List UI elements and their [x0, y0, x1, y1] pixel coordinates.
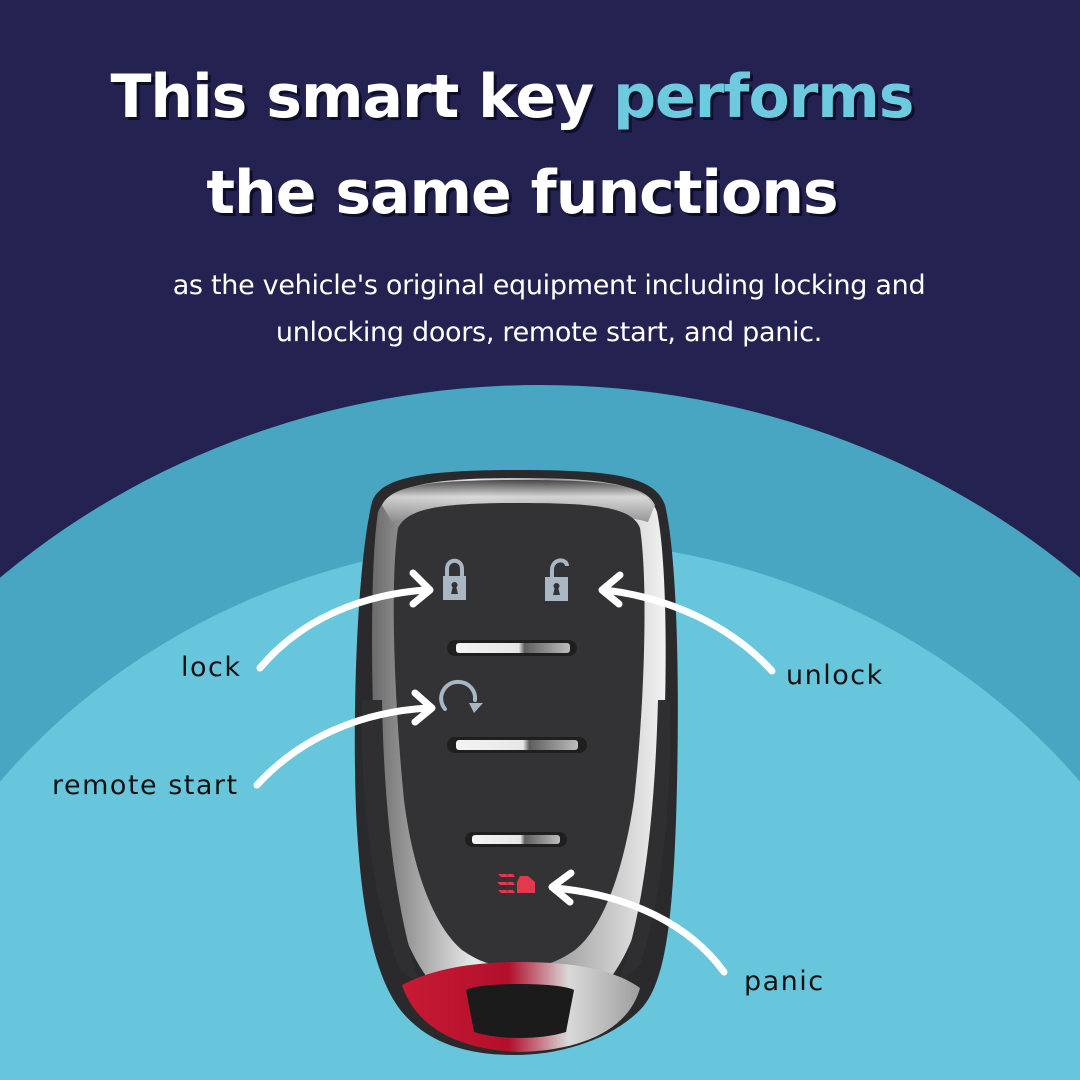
button-divider-3 — [465, 832, 567, 847]
button-divider-1 — [447, 640, 577, 656]
description-line-2: unlocking doors, remote start, and panic… — [275, 317, 823, 348]
fob-button-face — [393, 503, 645, 968]
arrow-to-panic — [548, 869, 728, 976]
arrow-to-lock — [256, 569, 434, 672]
remote-start-button[interactable] — [439, 679, 483, 713]
panic-button[interactable] — [497, 874, 535, 893]
key-ring-slot — [466, 984, 574, 1038]
lock-icon — [443, 558, 466, 600]
headline-accent-word: performs — [613, 62, 914, 132]
panic-horn-icon — [497, 874, 535, 893]
unlock-icon — [545, 558, 569, 601]
unlock-button[interactable] — [545, 558, 569, 601]
headline-line-2: the same functions — [206, 158, 838, 228]
button-divider-2 — [447, 737, 587, 753]
label-lock: lock — [181, 652, 242, 683]
label-panic: panic — [744, 966, 825, 997]
remote-start-icon — [439, 679, 483, 713]
lock-button[interactable] — [443, 558, 466, 600]
headline-line-1: This smart key performs — [0, 67, 1052, 127]
arrow-to-unlock — [598, 571, 776, 675]
label-remote-start: remote start — [52, 770, 239, 801]
arrow-to-remote-start — [253, 689, 436, 789]
description-text: as the vehicle's original equipment incl… — [0, 262, 1080, 356]
headline-prefix: This smart key — [110, 62, 614, 132]
label-unlock: unlock — [786, 660, 884, 691]
fob-right-grip — [618, 700, 671, 985]
description-line-1: as the vehicle's original equipment incl… — [172, 270, 926, 301]
fob-left-grip — [361, 700, 420, 985]
